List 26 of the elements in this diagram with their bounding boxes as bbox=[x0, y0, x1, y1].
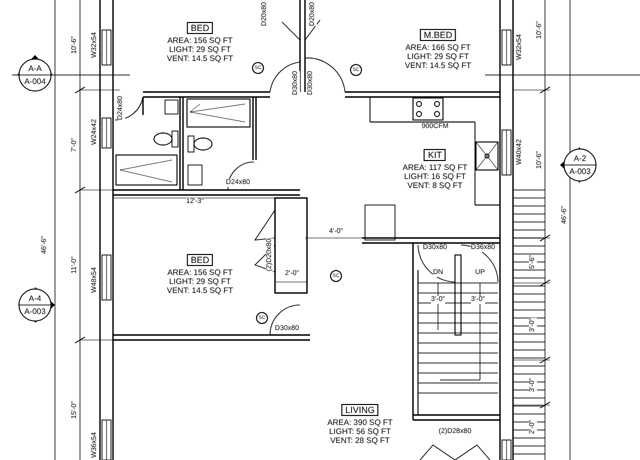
room-area-note: VENT: 14.5 SQ FT bbox=[166, 54, 234, 63]
room-area-note: AREA: 156 SQ FT bbox=[166, 268, 234, 277]
room-area-note: LIGHT: 29 SQ FT bbox=[406, 52, 470, 61]
room-name-tag: M.BED bbox=[420, 29, 456, 41]
section-id: A-4 bbox=[28, 294, 42, 303]
room-area-note: AREA: 166 SQ FT bbox=[404, 43, 472, 52]
room-area-note: LIGHT: 16 SQ FT bbox=[403, 172, 467, 181]
section-id: A-A bbox=[27, 64, 43, 73]
room-area-note: VENT: 14.5 SQ FT bbox=[404, 61, 472, 70]
room-area-note: VENT: 14.5 SQ FT bbox=[166, 286, 234, 295]
room-name-tag: LIVING bbox=[341, 404, 379, 416]
room-name-tag: BED bbox=[186, 254, 214, 266]
sheet-number: A-003 bbox=[568, 167, 592, 176]
sheet-number: A-003 bbox=[23, 307, 47, 316]
room-name-tag: BED bbox=[186, 22, 214, 34]
room-area-note: AREA: 156 SQ FT bbox=[166, 36, 234, 45]
room-area-note: AREA: 117 SQ FT bbox=[402, 163, 468, 172]
sheet-number: A-004 bbox=[23, 77, 47, 86]
room-area-note: LIGHT: 29 SQ FT bbox=[168, 45, 232, 54]
room-area-note: VENT: 28 SQ FT bbox=[329, 436, 391, 445]
room-area-note: VENT: 8 SQ FT bbox=[406, 181, 464, 190]
room-area-note: LIGHT: 56 SQ FT bbox=[328, 427, 392, 436]
room-name-tag: KIT bbox=[424, 149, 446, 161]
room-area-note: LIGHT: 29 SQ FT bbox=[168, 277, 232, 286]
room-area-note: AREA: 390 SQ FT bbox=[327, 418, 393, 427]
section-id: A-2 bbox=[572, 154, 588, 163]
